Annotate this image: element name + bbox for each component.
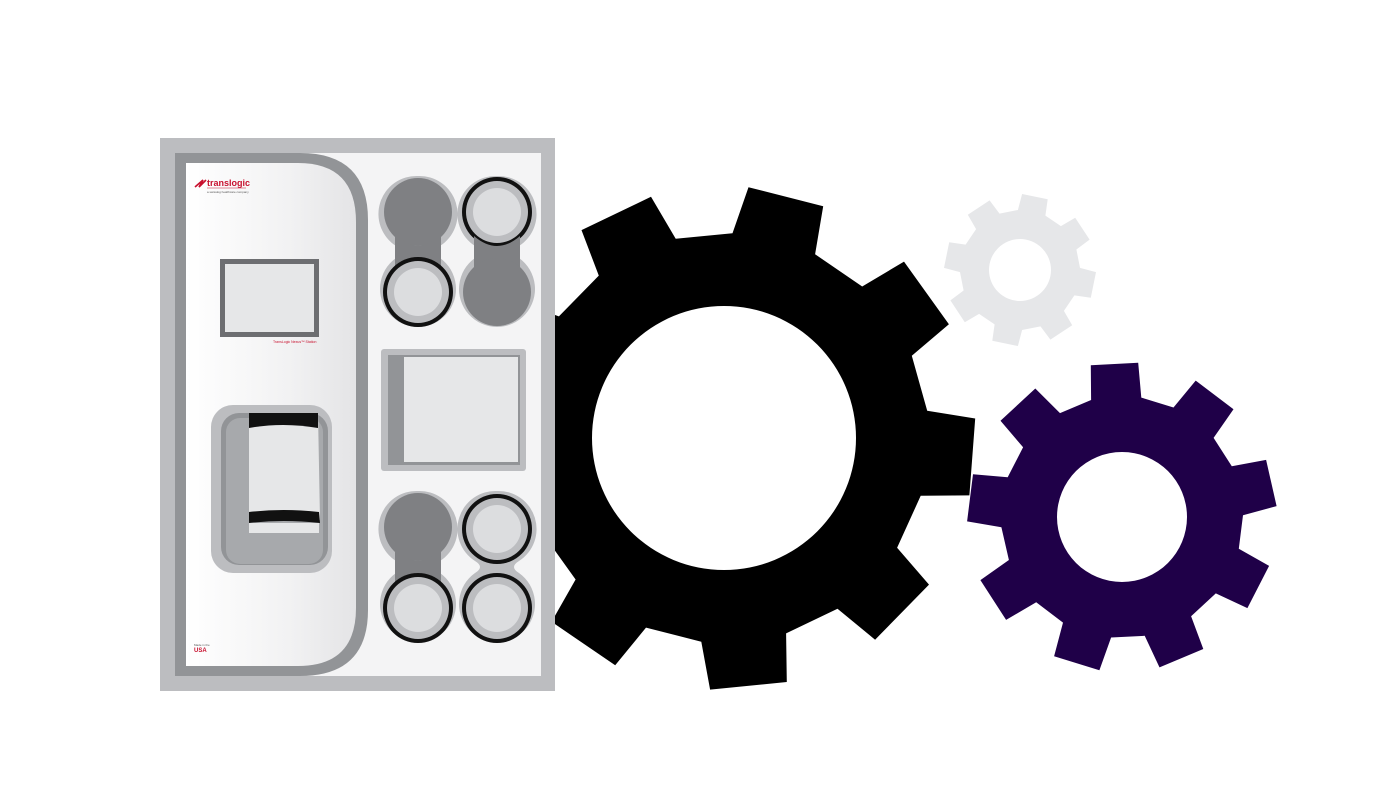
origin-label-bottom: USA (194, 648, 207, 654)
brand-tagline: a swisslog healthcare company (207, 190, 249, 194)
canister-slot-empty (384, 178, 452, 246)
origin-label: Made in the USA (194, 643, 210, 654)
brand-name: translogic (207, 178, 250, 188)
canister-cap (473, 188, 521, 236)
translogic-logo: translogic a swisslog healthcare company (194, 178, 250, 194)
carrier-body (249, 413, 320, 520)
canister-slot-empty (463, 258, 531, 326)
canister-cap (394, 268, 442, 316)
carrier-top-edge (249, 425, 318, 432)
canister-neck (395, 232, 441, 272)
medium-gear-icon (967, 362, 1277, 671)
canister-rack-bottom (378, 490, 537, 643)
large-gear-icon (473, 187, 976, 690)
touchscreen[interactable] (225, 264, 314, 332)
carrier-base (249, 523, 319, 533)
small-gear-icon (944, 194, 1096, 346)
translogic-logo-icon (194, 179, 207, 188)
tube-station: translogic a swisslog healthcare company… (160, 138, 555, 691)
canister-cap (394, 584, 442, 632)
canister-cap (473, 584, 521, 632)
canister-slot-empty (384, 493, 452, 561)
carrier-bottom-band (249, 510, 320, 523)
access-panel[interactable] (404, 357, 518, 462)
canister-neck (395, 547, 441, 587)
screen-caption: TransLogic Nexus™ Station (273, 340, 316, 344)
canister-cap (473, 505, 521, 553)
origin-label-top: Made in the (194, 643, 210, 647)
carrier-port[interactable] (211, 405, 332, 573)
canister-rack-top (378, 175, 537, 327)
